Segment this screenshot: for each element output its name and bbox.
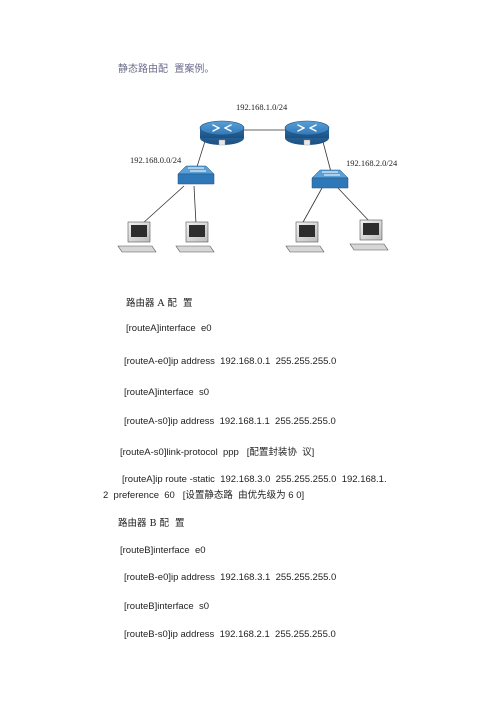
- switch-b-icon: [311, 169, 349, 189]
- router-a-line: [routeA]interface s0: [124, 387, 210, 398]
- router-b-heading: 路由器 B 配 置: [118, 518, 185, 529]
- router-a-line: 2 preference 60 [设置静态路 由优先级为 6 0]: [103, 490, 305, 501]
- router-a-line: [routeA]ip route -static 192.168.3.0 255…: [122, 474, 387, 485]
- pc-1-icon: [117, 221, 157, 253]
- router-a-heading: 路由器 A 配 置: [126, 298, 193, 309]
- subnet-label-top: 192.168.1.0/24: [236, 102, 288, 112]
- subnet-label-left: 192.168.0.0/24: [130, 155, 182, 165]
- switch-a-icon: [177, 165, 215, 185]
- pc-3-icon: [285, 221, 325, 253]
- router-a-line: [routeA-s0]ip address 192.168.1.1 255.25…: [124, 416, 336, 427]
- router-b-line: [routeB]interface e0: [120, 545, 206, 556]
- subnet-label-right: 192.168.2.0/24: [346, 158, 398, 168]
- router-a-line: [routeA-s0]link-protocol ppp [配置封装协 议]: [120, 447, 315, 458]
- pc-2-icon: [175, 221, 215, 253]
- router-a-icon: [199, 120, 245, 146]
- router-a-line: [routeA]interface e0: [126, 323, 212, 334]
- router-a-line: [routeA-e0]ip address 192.168.0.1 255.25…: [124, 356, 337, 367]
- router-b-line: [routeB-s0]ip address 192.168.2.1 255.25…: [124, 629, 336, 640]
- router-b-icon: [284, 120, 330, 146]
- pc-4-icon: [349, 219, 389, 251]
- document-title: 静态路由配 置案例。: [118, 64, 215, 75]
- network-diagram: [117, 120, 389, 253]
- router-b-line: [routeB-e0]ip address 192.168.3.1 255.25…: [124, 572, 337, 583]
- router-b-line: [routeB]interface s0: [124, 601, 210, 612]
